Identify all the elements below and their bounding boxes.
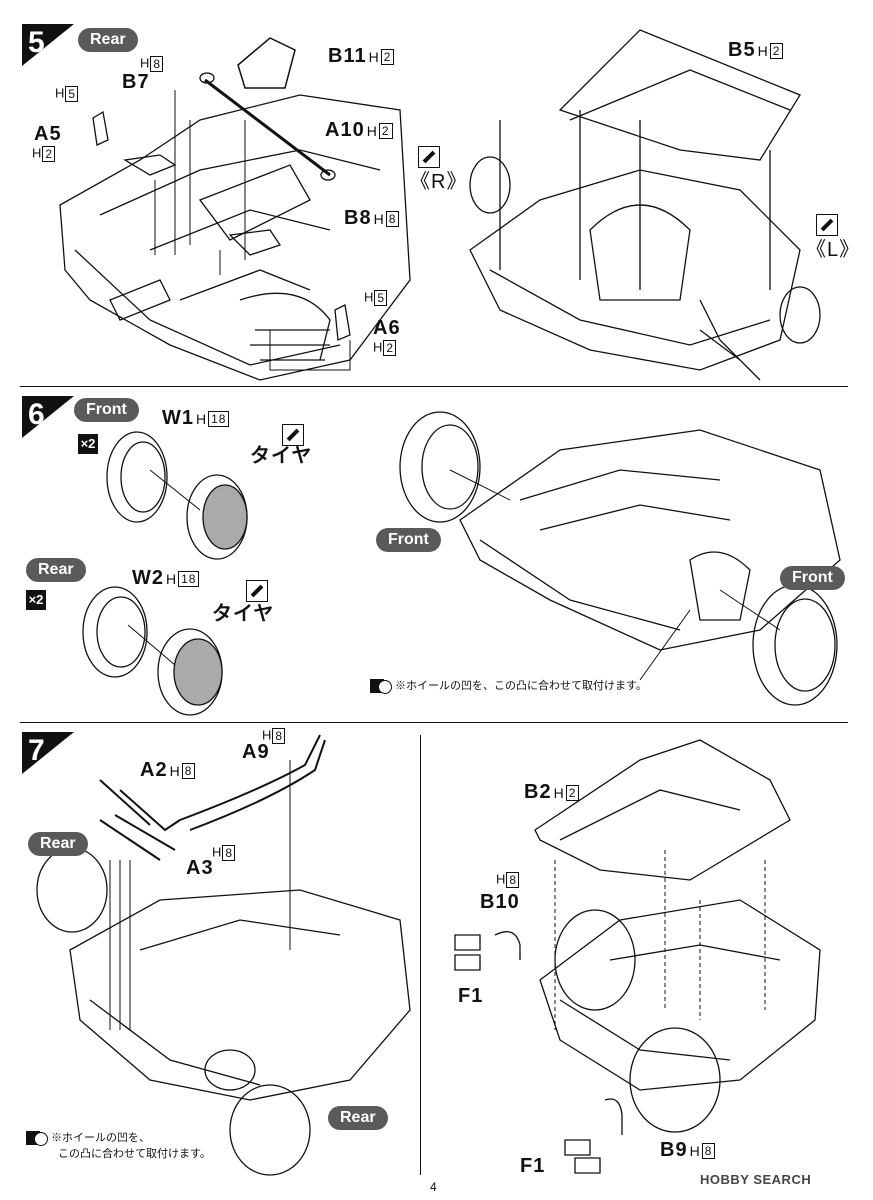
part-label-f1-top: F1 [458, 985, 484, 1007]
step-6-front-tag-left: Front [376, 528, 441, 552]
part-label-f1-bottom: F1 [520, 1155, 546, 1177]
glue-icon [282, 424, 304, 446]
peg-icon [370, 679, 392, 695]
tire-label-rear: タイヤ [212, 603, 275, 625]
watermark-logo: HOBBY SEARCH [700, 1172, 812, 1187]
step5-rear-chassis-drawing [59, 37, 411, 381]
step-6-wheel-note: ※ホイールの凹を、この凸に合わせて取付けます。 [370, 678, 647, 695]
page-number: 4 [430, 1180, 437, 1194]
section-divider-5-6 [20, 386, 848, 387]
step6-wheel-drawings [82, 411, 841, 716]
tire-label-front: タイヤ [250, 445, 313, 467]
part-label-b7: B7 [122, 71, 150, 93]
part-label-b10: B10 [480, 891, 520, 913]
part-label-a5: A5 [34, 123, 62, 145]
step5-front-chassis-drawing [469, 29, 821, 381]
section-divider-6-7 [20, 722, 848, 723]
step-6-rear-tag: Rear [26, 558, 86, 582]
step-7-wheel-note: ※ホイールの凹を、 この凸に合わせて取付けます。 [26, 1130, 211, 1162]
glue-icon [418, 146, 440, 168]
step-5-rear-tag: Rear [78, 28, 138, 52]
quantity-x2-badge: ×2 [78, 434, 98, 454]
step7-undercover-drawing [454, 739, 821, 1174]
step-6-front-tag: Front [74, 398, 139, 422]
part-label-a6: A6 [373, 317, 401, 339]
glue-icon [246, 580, 268, 602]
step-6-front-tag-right: Front [780, 566, 845, 590]
step-7-rear-tag-bottom: Rear [328, 1106, 388, 1130]
glue-icon [816, 214, 838, 236]
section-divider-7-vertical [420, 735, 421, 1175]
side-label-l: 《L》 [806, 239, 861, 261]
step7-exhaust-drawing [36, 734, 411, 1176]
part-label-a3: A3 [186, 857, 214, 879]
part-label-a9: A9 [242, 741, 270, 763]
side-label-r: 《R》 [410, 171, 468, 193]
quantity-x2-badge: ×2 [26, 590, 46, 610]
peg-icon [26, 1131, 48, 1147]
step-7-rear-tag: Rear [28, 832, 88, 856]
